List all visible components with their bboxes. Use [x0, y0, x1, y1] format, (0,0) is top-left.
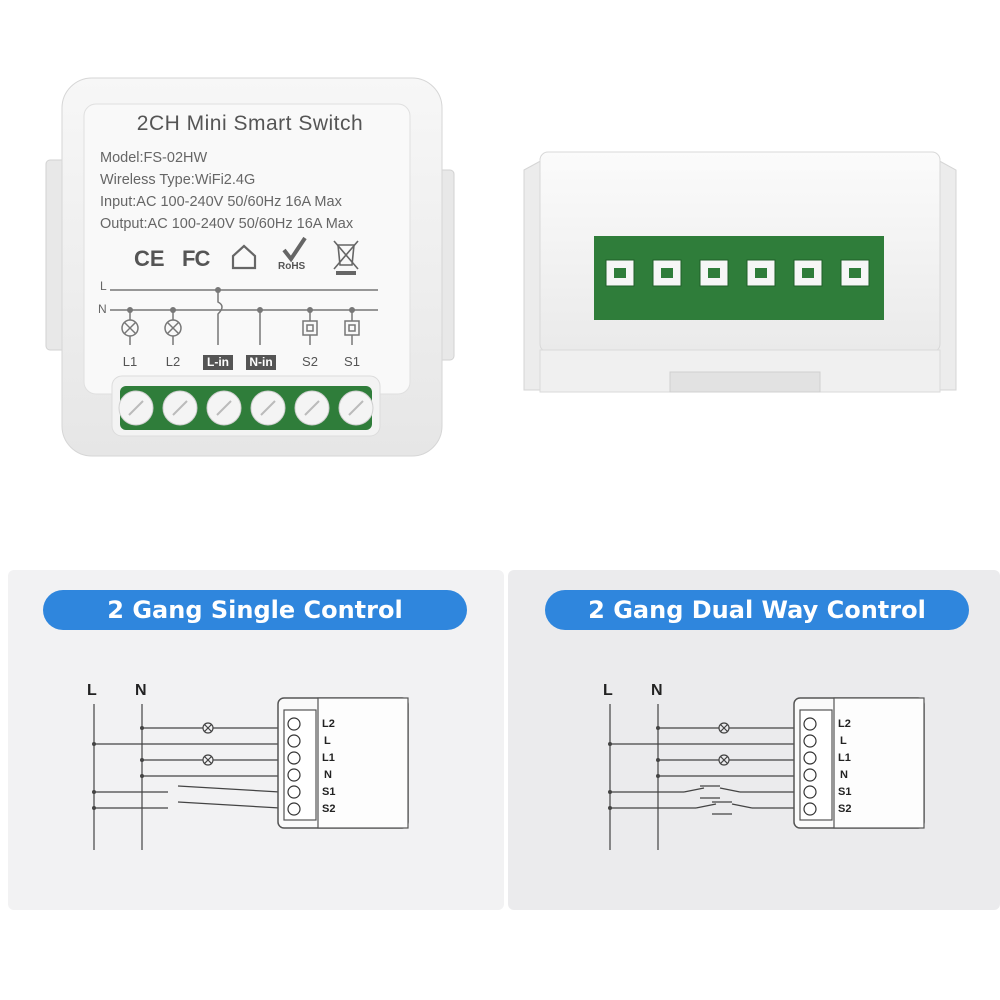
spec-output: Output:AC 100-240V 50/60Hz 16A Max [100, 216, 354, 232]
device-title: 2CH Mini Smart Switch [136, 112, 364, 135]
single-term-l2: L2 [322, 718, 335, 730]
terminal-label-s2: S2 [302, 354, 318, 369]
rohs-mark: RoHS [278, 261, 306, 272]
dual-term-s2: S2 [838, 803, 852, 815]
single-term-s2: S2 [322, 803, 336, 815]
wire-label-l: L [100, 279, 107, 293]
dual-way-control-title: 2 Gang Dual Way Control [545, 590, 969, 630]
device-front-view: 2CH Mini Smart Switch Model:FS-02HW Wire… [40, 70, 460, 470]
terminal-label-s1: S1 [344, 354, 360, 369]
dual-line-label-l: L [603, 682, 613, 699]
single-line-label-l: L [87, 682, 97, 699]
dual-term-l1: L1 [838, 752, 851, 764]
single-term-s1: S1 [322, 786, 336, 798]
device-side-view [523, 151, 957, 393]
spec-model: Model:FS-02HW [100, 150, 208, 166]
wire-label-n: N [98, 302, 107, 316]
terminal-label-l2: L2 [165, 354, 181, 369]
fcc-mark: FC [182, 246, 210, 271]
single-term-n: N [324, 769, 332, 781]
terminal-label-l1: L1 [122, 354, 138, 369]
dual-way-control-diagram [608, 697, 925, 850]
single-control-diagram [92, 697, 409, 850]
single-term-l1: L1 [322, 752, 335, 764]
dual-line-label-n: N [651, 682, 663, 699]
dual-term-n: N [840, 769, 848, 781]
single-term-l: L [324, 735, 331, 747]
single-control-title: 2 Gang Single Control [43, 590, 467, 630]
ce-mark: CE [134, 246, 165, 271]
device-front-body [45, 77, 455, 457]
spec-input: Input:AC 100-240V 50/60Hz 16A Max [100, 194, 342, 210]
dual-term-l: L [840, 735, 847, 747]
dual-term-s1: S1 [838, 786, 852, 798]
spec-wireless: Wireless Type:WiFi2.4G [100, 172, 256, 188]
terminal-label-l-in: L-in [203, 355, 233, 370]
terminal-label-n-in: N-in [246, 355, 276, 370]
single-line-label-n: N [135, 682, 147, 699]
dual-term-l2: L2 [838, 718, 851, 730]
